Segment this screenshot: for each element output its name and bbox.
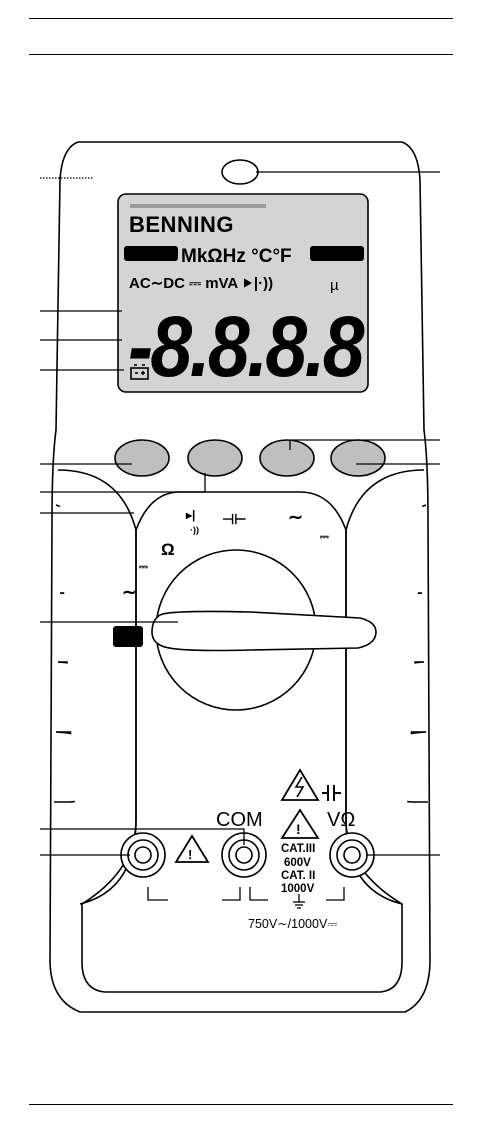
dial-dc-right-label: ⎓ (320, 531, 329, 543)
battery-icon (130, 364, 149, 380)
lcd-micro: µ (330, 277, 339, 294)
cat3-label: CAT.III (281, 843, 315, 855)
lcd-bar-right (310, 246, 364, 261)
dial-ac-left-label: ∼ (122, 582, 137, 602)
lcd-units-row: MkΩHz °C°F (181, 246, 292, 267)
ncv-sensor (221, 159, 259, 185)
bottom-rule (29, 1104, 453, 1105)
cat2-label: CAT. II (281, 870, 315, 882)
top-rule-1 (29, 18, 453, 19)
lcd-modes-row: AC∼DC ⎓ mVA ⯈|·)) (129, 275, 273, 292)
dial-ac-right-label: ∼ (288, 507, 303, 527)
button-1[interactable] (114, 439, 170, 477)
callout-lines (40, 171, 440, 856)
lcd-brand: BENNING (129, 212, 234, 237)
lcd-digits: -8.8.8.8 (128, 299, 365, 395)
rotary-switch[interactable] (113, 549, 377, 711)
button-4[interactable] (330, 439, 386, 477)
jack-com[interactable] (221, 832, 267, 878)
vohm-label: VΩ (327, 809, 355, 831)
warning-triangle-icon: ! (174, 834, 210, 863)
dial-dc-left-label: ⎓ (139, 561, 148, 573)
warning-triangle-icon: ! (280, 808, 320, 839)
com-label: COM (216, 809, 263, 831)
device-body (49, 141, 431, 1013)
top-rule-2 (29, 54, 453, 55)
cat2-volts: 1000V (281, 883, 315, 895)
ground-icon (293, 894, 305, 909)
svg-text:!: ! (296, 821, 301, 837)
jack-left[interactable] (120, 832, 166, 878)
face-panel (81, 491, 403, 993)
dial-labels: ▸| ·)) ⊣⊢ ∼ ⎓ Ω ⎓ ∼ (122, 507, 329, 602)
right-grip (345, 469, 428, 905)
jack-vohm[interactable] (329, 832, 375, 878)
max-rating-label: 750V∼/1000V⎓ (248, 917, 337, 931)
dial-cap-label: ⊣⊢ (222, 511, 246, 527)
high-voltage-icon (280, 768, 320, 801)
capacitor-icon (322, 785, 341, 801)
button-3[interactable] (259, 439, 315, 477)
cat3-volts: 600V (284, 857, 311, 869)
function-buttons[interactable] (114, 439, 386, 477)
lcd-display: BENNING MkΩHz °C°F AC∼DC ⎓ mVA ⯈|·)) µ -… (117, 193, 369, 395)
off-marker (113, 626, 143, 647)
button-2[interactable] (187, 439, 243, 477)
lcd-bar-left (124, 246, 178, 261)
dial-continuity-label: ·)) (190, 525, 199, 535)
terminal-brackets (147, 887, 345, 901)
terminal-jacks[interactable] (120, 832, 375, 878)
svg-text:!: ! (188, 847, 192, 862)
dial-diode-label: ▸| (185, 508, 195, 522)
left-grip (54, 469, 137, 905)
rating-block: CAT.III 600V CAT. II 1000V (281, 843, 315, 895)
dial-ohm-label: Ω (161, 540, 175, 559)
